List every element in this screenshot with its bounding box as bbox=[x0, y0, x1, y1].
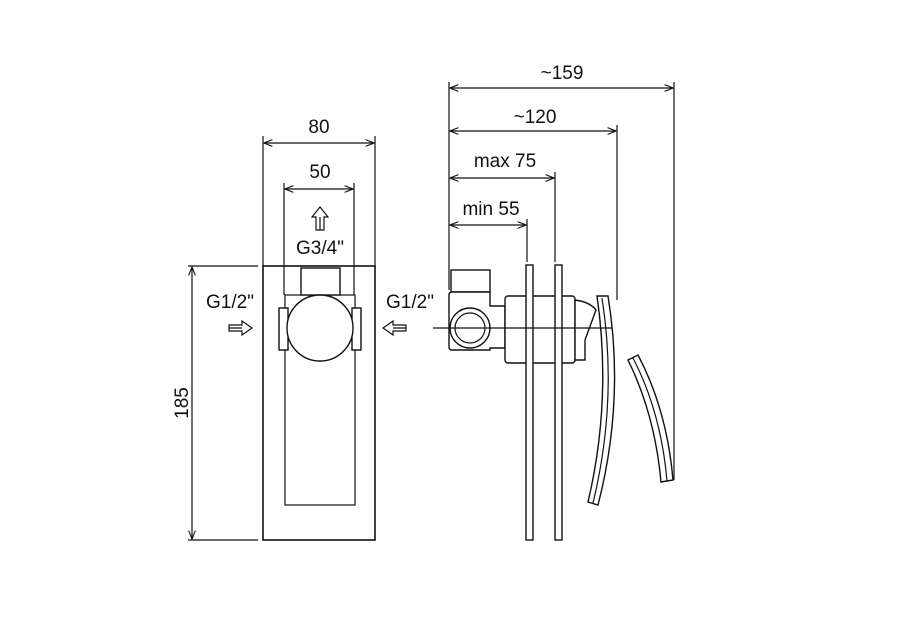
valve-body bbox=[286, 294, 354, 362]
outlet-nipple bbox=[300, 267, 341, 296]
outlet-thread-label: G3/4" bbox=[296, 238, 344, 259]
outlet-arrow-icon bbox=[310, 206, 330, 231]
front-view: 80 50 G3/4" 185 G1/2" G1/2" bbox=[172, 117, 434, 541]
dimension-185-label: 185 bbox=[172, 387, 193, 419]
wall-min-line bbox=[525, 264, 534, 541]
dimension-min-55-label: min 55 bbox=[462, 199, 519, 220]
inlet-left-label: G1/2" bbox=[206, 292, 254, 313]
lever-handle-alt-position bbox=[627, 354, 674, 483]
dimension-159-label: ~159 bbox=[541, 63, 584, 84]
dimension-50-label: 50 bbox=[309, 162, 330, 183]
dimension-max-75-label: max 75 bbox=[474, 151, 536, 172]
inlet-right-label: G1/2" bbox=[386, 292, 434, 313]
handle-cap bbox=[574, 299, 597, 361]
dimension-120-label: ~120 bbox=[514, 107, 557, 128]
wall-plate bbox=[262, 265, 376, 541]
wall-max-line bbox=[554, 264, 563, 541]
inlet-left-arrow-icon bbox=[228, 319, 254, 337]
inlet-right-arrow-icon bbox=[381, 319, 407, 337]
dimension-80-label: 80 bbox=[308, 117, 329, 138]
cartridge-cylinder bbox=[504, 295, 576, 364]
lever-handle bbox=[587, 295, 616, 506]
side-view: ~159 ~120 max 75 min 55 bbox=[433, 63, 675, 541]
side-nipple bbox=[450, 269, 491, 293]
